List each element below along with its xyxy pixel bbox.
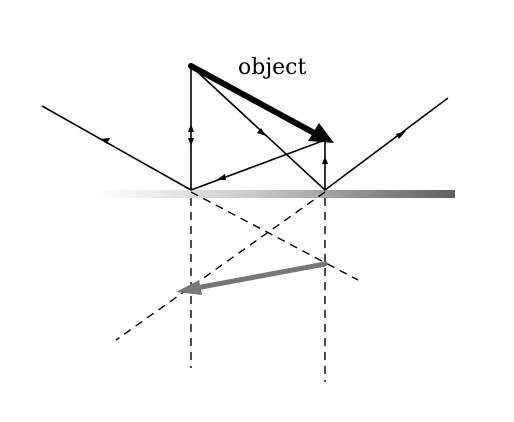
arrow-reflected-right-icon: [396, 131, 406, 139]
real-rays: [41, 65, 449, 191]
arrow-reflected-left-icon: [100, 138, 110, 144]
reflected-ray-right: [324, 97, 449, 191]
arrow-up-right-normal-icon: [322, 156, 328, 164]
image-arrowhead-icon: [176, 280, 202, 295]
object-arrowhead-icon: [308, 123, 334, 143]
image-arrow-shaft: [193, 261, 328, 291]
arrow-down-left-normal-icon: [188, 138, 194, 146]
object-label: object: [238, 55, 306, 80]
virtual-ray-lines: [115, 191, 359, 382]
mirror-surface: [95, 190, 455, 198]
image-arrow: [176, 261, 328, 295]
dashed-extension-left-cross: [190, 191, 359, 281]
arrow-diagonal-tail-ray-icon: [257, 128, 266, 136]
ray-direction-arrows: [100, 124, 406, 180]
object-arrow-shaft: [188, 63, 319, 137]
object-arrow: [188, 63, 334, 143]
reflected-ray-left: [41, 105, 192, 191]
arrow-diagonal-head-ray-icon: [216, 174, 226, 180]
ray-tail-to-right-mirror: [190, 65, 326, 191]
arrow-up-left-normal-icon: [188, 124, 194, 132]
ray-head-to-left-mirror: [190, 139, 326, 191]
dashed-extension-right-cross: [115, 191, 326, 341]
